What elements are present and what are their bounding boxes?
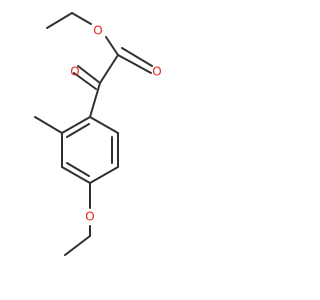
- bond-methyl: [34, 116, 63, 134]
- atom-o-ester-carbonyl: O: [152, 65, 161, 79]
- bond-carbonyl-carbonyl: [99, 54, 119, 84]
- bond-ring-1: [89, 116, 119, 134]
- bond-ketone-co-b: [73, 72, 97, 90]
- bond-ester-carbonyl-a: [117, 54, 152, 74]
- atom-o-ether-label: O: [85, 210, 94, 224]
- atom-o-ester-alkyl: O: [93, 24, 102, 38]
- bond-ether-ch2-ch3: [64, 235, 91, 256]
- atom-o-ether: O: [85, 210, 94, 224]
- atom-o-ketone-label: O: [70, 65, 79, 79]
- molecule-structure: O O O O: [34, 12, 162, 256]
- bond-group: [34, 12, 153, 256]
- bond-ester-carbonyl-b: [121, 47, 153, 67]
- bond-ketone-co-a: [77, 65, 101, 84]
- atom-labels: O O O O: [70, 24, 161, 224]
- bond-o-ester-carbon: [105, 36, 119, 56]
- atom-o-ketone: O: [70, 65, 79, 79]
- bond-ethyl-ch2-o: [71, 12, 92, 25]
- bond-ring-6-inner: [66, 123, 90, 138]
- bond-ring-3: [89, 166, 119, 184]
- bond-ring-4-inner: [66, 162, 90, 177]
- atom-o-ester-carbonyl-label: O: [152, 65, 161, 79]
- bond-ketone-ring: [89, 82, 101, 118]
- atom-o-ester-alkyl-label: O: [93, 24, 102, 38]
- bond-ethyl-ch3-ch2: [46, 12, 73, 29]
- bond-ring-4: [61, 166, 91, 184]
- bond-ring-6: [61, 116, 91, 134]
